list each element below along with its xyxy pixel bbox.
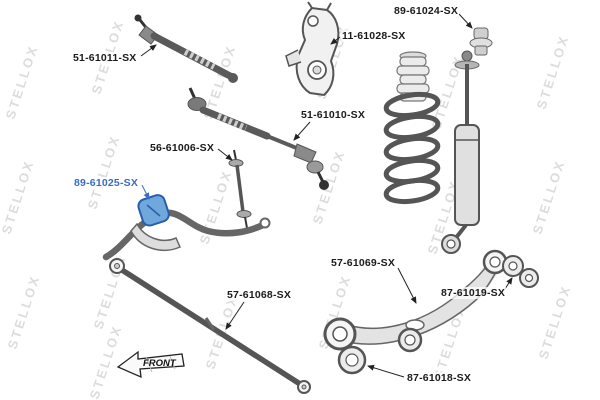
watermark-text: STELLOX bbox=[5, 273, 43, 351]
bushings-87-61019 bbox=[502, 255, 539, 288]
part-label-89-61024-sx[interactable]: 89-61024-SX bbox=[393, 5, 460, 17]
part-label-57-61068-sx[interactable]: 57-61068-SX bbox=[226, 289, 293, 301]
lateral-rod bbox=[109, 258, 311, 394]
watermark-text: STELLOX bbox=[0, 158, 37, 236]
front-arrow: FRONT bbox=[116, 350, 185, 379]
watermark-text: STELLOX bbox=[85, 133, 123, 211]
tie-rod-upper bbox=[134, 14, 238, 83]
watermark-text: STELLOX bbox=[534, 33, 572, 111]
watermark-layer: STELLOX STELLOX STELLOX STELLOX STELLOX … bbox=[0, 18, 574, 400]
stabilizer-link bbox=[228, 149, 252, 229]
part-label-51-61010-sx[interactable]: 51-61010-SX bbox=[300, 109, 367, 121]
watermark-text: STELLOX bbox=[3, 43, 41, 121]
watermark-text: STELLOX bbox=[530, 158, 568, 236]
front-direction-label: FRONT bbox=[143, 358, 177, 369]
stabilizer-bracket bbox=[130, 222, 181, 252]
bump-stop bbox=[469, 27, 493, 56]
coil-spring bbox=[383, 91, 441, 205]
trailing-arm bbox=[323, 249, 508, 351]
part-label-51-61011-sx[interactable]: 51-61011-SX bbox=[72, 52, 138, 64]
stabilizer-bar bbox=[102, 209, 271, 261]
bushings-87-61018 bbox=[337, 327, 423, 375]
part-label-89-61025-sx[interactable]: 89-61025-SX bbox=[73, 177, 140, 189]
watermark-text: STELLOX bbox=[536, 283, 574, 361]
part-label-87-61019-sx[interactable]: 87-61019-SX bbox=[440, 287, 507, 299]
watermark-text: STELLOX bbox=[310, 148, 348, 226]
part-label-56-61006-sx[interactable]: 56-61006-SX bbox=[149, 142, 216, 154]
part-label-11-61028-sx[interactable]: 11-61028-SX bbox=[341, 30, 407, 42]
steering-knuckle bbox=[285, 1, 340, 97]
leader-lines bbox=[140, 13, 513, 378]
stabilizer-bushing-highlighted[interactable] bbox=[137, 193, 171, 227]
part-label-57-61069-sx[interactable]: 57-61069-SX bbox=[330, 257, 397, 269]
tie-rod-inner bbox=[187, 87, 329, 190]
watermark-text: STELLOX bbox=[87, 323, 125, 400]
part-label-87-61018-sx[interactable]: 87-61018-SX bbox=[406, 372, 473, 384]
shock-absorber bbox=[441, 50, 480, 254]
